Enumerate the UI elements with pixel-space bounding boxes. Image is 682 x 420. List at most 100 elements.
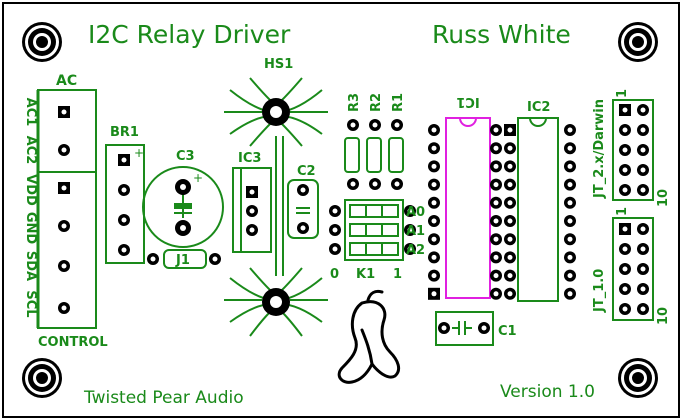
pad-ac2 (58, 144, 70, 156)
pad-ic3-1 (246, 186, 258, 198)
mounting-hole-icon-top-left (22, 22, 62, 62)
pad-k1-l1 (329, 205, 341, 217)
pad-jt2-a1 (619, 104, 631, 116)
pad-ic2-right-6 (564, 215, 576, 227)
pad-ic2-right-3 (564, 160, 576, 173)
label-a0: A0 (406, 205, 425, 220)
label-br1: BR1 (110, 125, 139, 140)
pad-jt2-b5 (637, 184, 649, 196)
board-version: Version 1.0 (500, 382, 595, 402)
pad-jt1-a5 (619, 303, 631, 315)
header-jt2 (612, 99, 654, 201)
pad-ic1-left-9 (428, 269, 440, 282)
pad-ic1-right-5 (490, 196, 502, 209)
pad-jt1-b2 (637, 243, 649, 255)
pad-ic2-left-4 (504, 178, 516, 191)
c3-plus-mark: + (193, 171, 203, 185)
label-c1: C1 (498, 324, 517, 339)
label-ic3: IC3 (238, 151, 261, 166)
pad-br1-2 (118, 184, 130, 196)
pad-ic1-right-3 (490, 160, 502, 173)
capacitor-c1 (435, 311, 494, 346)
pad-ic2-left-5 (504, 196, 516, 209)
pad-vdd (58, 182, 70, 194)
label-ic1: IC1 (456, 94, 479, 109)
pad-ic2-right-9 (564, 269, 576, 282)
label-c3: C3 (176, 149, 195, 164)
pad-ic1-right-8 (490, 251, 502, 264)
pad-ac1 (58, 106, 70, 118)
jumper-j1 (163, 249, 207, 269)
br1-plus-mark: + (134, 146, 144, 160)
label-jt1: JT_1.0 (592, 269, 607, 313)
pad-jt2-a4 (619, 164, 631, 176)
label-k1: K1 (356, 267, 375, 282)
pad-j1-2 (209, 253, 221, 265)
label-r1: R1 (391, 93, 406, 112)
company-name: Twisted Pear Audio (83, 388, 244, 408)
pad-ic2-right-10 (564, 287, 576, 300)
pad-ic1-left-7 (428, 233, 440, 246)
pad-ic2-right-4 (564, 178, 576, 191)
pad-jt1-a2 (619, 243, 631, 255)
label-ac2: AC2 (23, 136, 38, 165)
pad-ic1-left-4 (428, 178, 440, 191)
pad-jt1-a4 (619, 283, 631, 295)
pad-c2-1 (297, 184, 309, 196)
pad-ic2-right-1 (564, 124, 576, 136)
pad-ic1-left-2 (428, 142, 440, 155)
label-hs1: HS1 (264, 57, 293, 72)
pad-ic1-left-3 (428, 160, 440, 173)
pad-ic2-right-7 (564, 233, 576, 246)
pad-jt2-a5 (619, 184, 631, 196)
pad-j1-1 (147, 253, 159, 265)
pad-jt1-b4 (637, 283, 649, 295)
pad-br1-3 (118, 214, 130, 226)
label-vdd: VDD (23, 174, 38, 206)
pad-ic1-right-2 (490, 142, 502, 155)
resistors-r1-r3 (344, 137, 404, 173)
label-jt2-pin10: 10 (656, 189, 671, 207)
pad-ic1-right-10 (490, 287, 502, 300)
pad-ic1-right-4 (490, 178, 502, 191)
label-control: CONTROL (38, 335, 108, 350)
label-jt1-pin1: 1 (615, 207, 630, 216)
ic2-outline (517, 117, 559, 302)
pad-jt1-b3 (637, 263, 649, 275)
label-jt1-pin10: 10 (656, 307, 671, 325)
mounting-hole-icon-bottom-left (22, 358, 62, 398)
pad-ic2-left-9 (504, 269, 516, 282)
capacitor-c3 (142, 166, 224, 248)
label-k1-one: 1 (393, 267, 402, 282)
pad-r2-top (369, 119, 381, 131)
label-c2: C2 (297, 164, 316, 179)
pad-ic1-right-6 (490, 215, 502, 227)
pad-jt2-a3 (619, 144, 631, 156)
label-k1-zero: 0 (330, 267, 339, 282)
mounting-hole-icon-top-right (618, 22, 658, 62)
header-jt1 (612, 217, 654, 321)
pad-ic2-right-8 (564, 251, 576, 264)
label-jt2-pin1: 1 (615, 89, 630, 98)
pad-r2-bottom (369, 178, 381, 190)
label-r2: R2 (369, 93, 384, 112)
pad-ic2-right-5 (564, 196, 576, 209)
board-author: Russ White (432, 20, 571, 49)
pad-ic2-left-3 (504, 160, 516, 173)
ic1-socket (445, 117, 491, 299)
pad-k1-l3 (329, 243, 341, 255)
pad-jt2-a2 (619, 124, 631, 136)
pad-c3-minus (175, 220, 191, 236)
pad-ic2-right-2 (564, 142, 576, 155)
mounting-hole-icon-bottom-right (618, 358, 658, 398)
board-title: I2C Relay Driver (88, 20, 291, 49)
pad-r1-bottom (391, 178, 403, 190)
pad-jt2-b4 (637, 164, 649, 176)
label-scl: SCL (23, 290, 38, 317)
connector-ac-control (36, 89, 97, 329)
pad-r1-top (391, 119, 403, 131)
twisted-pear-logo-icon (337, 289, 401, 384)
pad-jt1-a3 (619, 263, 631, 275)
